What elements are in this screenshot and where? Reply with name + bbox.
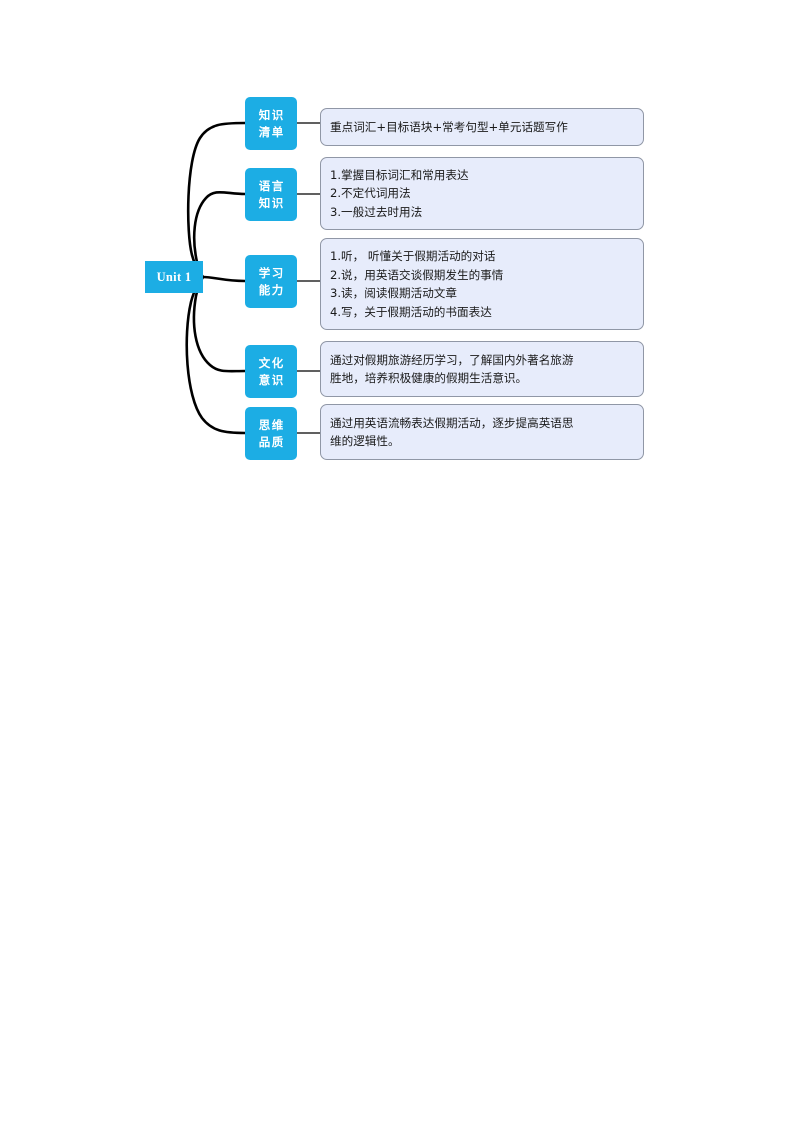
branch-node-knowledge-list[interactable]: 知识 清单 (245, 97, 297, 150)
branch-node-label-line: 知识 (258, 195, 285, 210)
branch-node-label-line: 清单 (258, 124, 285, 139)
content-line: 1.掌握目标词汇和常用表达 (330, 167, 469, 182)
content-box-learning-ability[interactable]: 1.听， 听懂关于假期活动的对话 2.说，用英语交谈假期发生的事情 3.读，阅读… (320, 238, 644, 330)
branch-node-label-line: 文化 (258, 355, 285, 370)
content-line: 1.听， 听懂关于假期活动的对话 (330, 249, 496, 263)
branch-node-learning-ability[interactable]: 学习 能力 (245, 255, 297, 308)
content-line: 重点词汇+目标语块+常考句型+单元话题写作 (330, 119, 568, 134)
content-line: 4.写，关于假期活动的书面表达 (330, 304, 492, 319)
branch-node-label-line: 思维 (258, 417, 285, 432)
connector-root-to-branch-2 (201, 275, 247, 283)
branch-node-label-line: 语言 (258, 178, 285, 193)
root-node-unit-1[interactable]: Unit 1 (145, 261, 203, 293)
content-box-language-knowledge[interactable]: 1.掌握目标词汇和常用表达 2.不定代词用法 3.一般过去时用法 (320, 157, 644, 230)
content-box-knowledge-list[interactable]: 重点词汇+目标语块+常考句型+单元话题写作 (320, 108, 644, 146)
branch-node-label-line: 意识 (258, 372, 285, 387)
content-line: 2.不定代词用法 (330, 186, 411, 201)
content-line: 通过用英语流畅表达假期活动，逐步提高英语思 (330, 415, 574, 430)
branch-node-cultural-awareness[interactable]: 文化 意识 (245, 345, 297, 398)
content-box-cultural-awareness[interactable]: 通过对假期旅游经历学习，了解国内外著名旅游 胜地，培养积极健康的假期生活意识。 (320, 341, 644, 397)
branch-node-label-line: 品质 (258, 434, 285, 449)
connector-root-to-branch-0 (186, 121, 247, 279)
connector-root-to-branch-4 (185, 275, 247, 435)
branch-node-label-line: 知识 (258, 107, 285, 122)
content-line: 2.说，用英语交谈假期发生的事情 (330, 267, 504, 282)
content-line: 胜地，培养积极健康的假期生活意识。 (330, 371, 528, 385)
branch-node-label-line: 能力 (258, 282, 285, 297)
branch-node-label-line: 学习 (258, 265, 285, 280)
content-line: 维的逻辑性。 (330, 434, 400, 448)
branch-node-thinking-quality[interactable]: 思维 品质 (245, 407, 297, 460)
content-box-thinking-quality[interactable]: 通过用英语流畅表达假期活动，逐步提高英语思 维的逻辑性。 (320, 404, 644, 460)
content-line: 通过对假期旅游经历学习，了解国内外著名旅游 (330, 352, 574, 367)
content-line: 3.一般过去时用法 (330, 204, 423, 219)
root-node-label: Unit 1 (156, 269, 192, 284)
content-line: 3.读，阅读假期活动文章 (330, 286, 457, 300)
branch-node-language-knowledge[interactable]: 语言 知识 (245, 168, 297, 221)
